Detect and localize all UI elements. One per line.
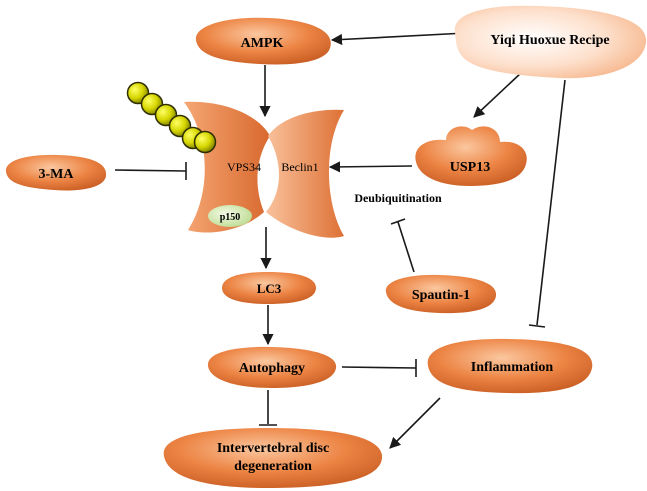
node-autophagy: Autophagy — [207, 346, 337, 388]
edge-yiqi-inhibits-inflammation-bar — [528, 324, 546, 328]
bead-6 — [193, 130, 217, 154]
node-usp13: USP13 — [415, 126, 527, 186]
inflammation-label: Inflammation — [471, 360, 554, 375]
node-yiqi-huoxue-recipe: Yiqi Huoxue Recipe — [454, 5, 647, 79]
bead-chain — [126, 81, 217, 154]
three-ma-label: 3-MA — [39, 167, 75, 182]
ivdd-label-line-2: degeneration — [234, 459, 312, 474]
edge-autophagy-inhibits-inflammation — [341, 366, 417, 369]
node-spautin-1: Spautin-1 — [385, 274, 497, 314]
edge-yiqi-to-ampk — [330, 32, 467, 46]
edge-inflammation-to-ivdd — [389, 397, 441, 449]
node-3-ma: 3-MA — [5, 154, 107, 191]
edge-yiqi-to-usp13 — [473, 71, 523, 118]
ampk-label: AMPK — [241, 36, 284, 51]
beclin1-label: Beclin1 — [281, 160, 318, 174]
vps34-label: VPS34 — [227, 160, 261, 174]
node-inflammation: Inflammation — [427, 338, 593, 394]
usp13-label: USP13 — [450, 160, 490, 175]
vps34-beclin1-complex: VPS34 Beclin1 p150 — [184, 101, 344, 238]
autophagy-label: Autophagy — [239, 361, 305, 376]
yiqi-label: Yiqi Huoxue Recipe — [490, 33, 609, 48]
edge-usp13-to-beclin1 — [328, 161, 413, 173]
node-p150: p150 — [208, 205, 252, 227]
edge-spautin-inhibits-deubiquitination-bar — [390, 218, 406, 225]
node-lc3: LC3 — [222, 272, 316, 304]
spautin-label: Spautin-1 — [412, 288, 470, 303]
edge-spautin-inhibits-deubiquitination — [397, 221, 415, 273]
ivdd-label-line-1: Intervertebral disc — [217, 441, 329, 456]
lc3-label: LC3 — [257, 281, 282, 296]
p150-label: p150 — [220, 212, 241, 223]
node-ampk: AMPK — [195, 17, 331, 65]
beclin1-shape — [266, 109, 344, 238]
edge-yiqi-inhibits-inflammation — [536, 79, 566, 326]
edge-3ma-inhibits-vps34 — [114, 169, 187, 172]
node-intervertebral-disc-degeneration: Intervertebral disc degeneration — [163, 428, 383, 488]
deubiquitination-label: Deubiquitination — [354, 191, 442, 205]
